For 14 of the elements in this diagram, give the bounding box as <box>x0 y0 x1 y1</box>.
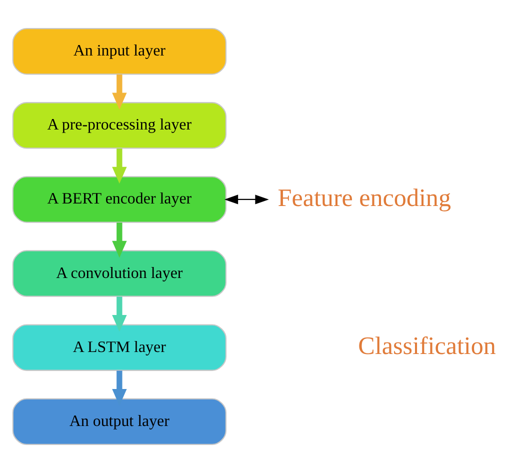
arrow <box>112 370 127 406</box>
node-box: A BERT encoder layer <box>12 176 227 223</box>
node-box: A convolution layer <box>12 250 227 297</box>
node-box: An input layer <box>12 28 227 75</box>
arrow <box>112 296 127 332</box>
node-text: Feature encoding <box>278 184 451 212</box>
arrow <box>112 148 127 184</box>
arrow <box>224 194 269 204</box>
arrow <box>112 74 127 110</box>
node-box: An output layer <box>12 398 227 445</box>
arrow <box>112 222 127 258</box>
label: Classification <box>358 332 496 360</box>
node-box: A pre-processing layer <box>12 102 227 149</box>
node-box: A LSTM layer <box>12 324 227 371</box>
